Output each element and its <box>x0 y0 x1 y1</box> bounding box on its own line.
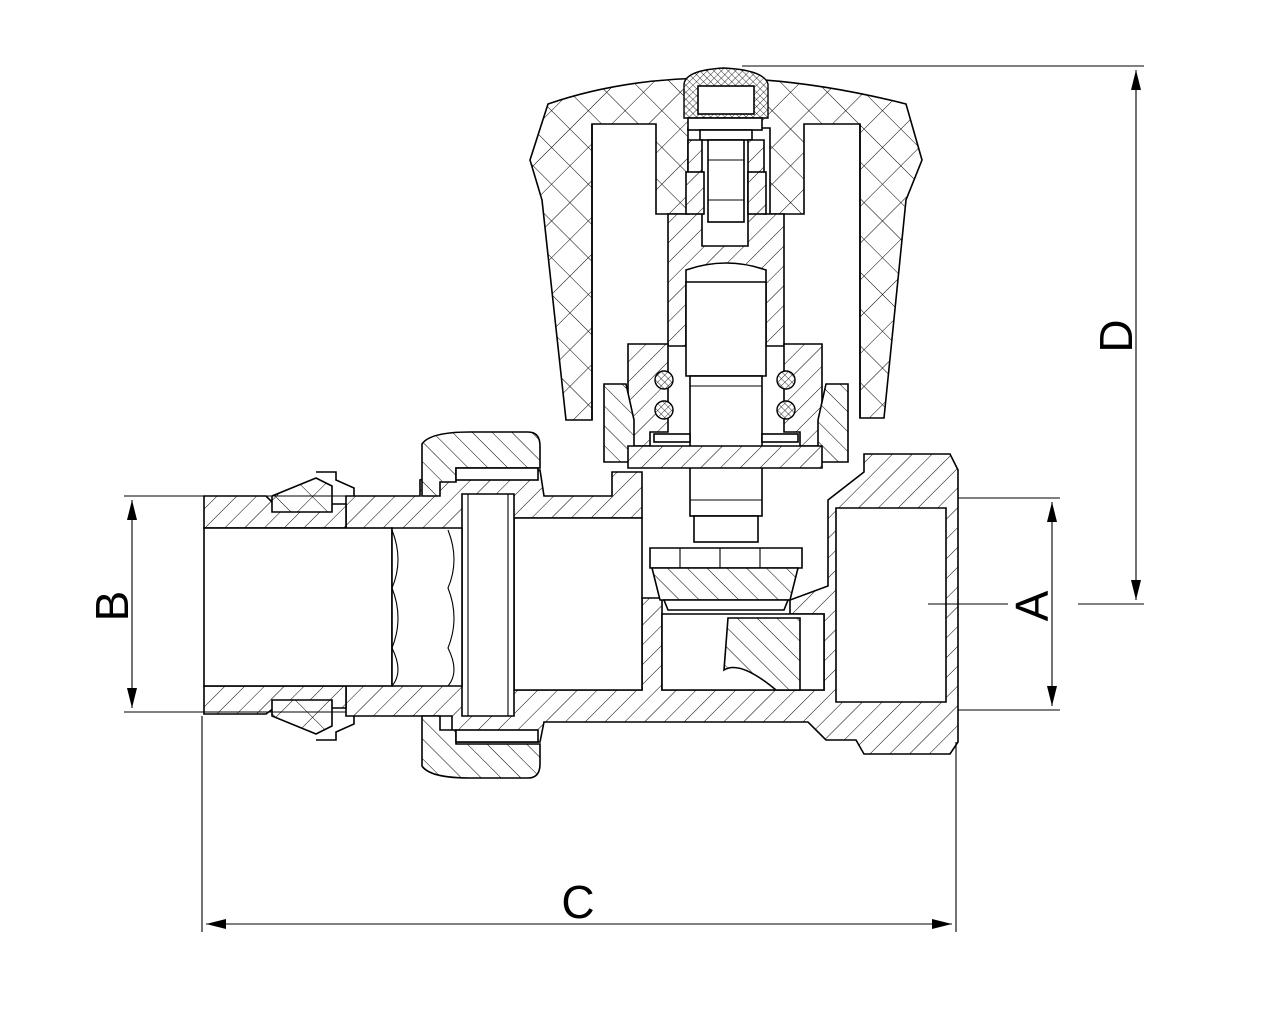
dimension-lines <box>124 65 1144 932</box>
bonnet-packing <box>603 343 849 469</box>
valve-stem <box>667 139 785 543</box>
dimension-label-a: A <box>1006 590 1058 621</box>
dimension-label-b: B <box>86 591 138 622</box>
dimension-label-d: D <box>1090 319 1142 352</box>
handle-cap <box>529 77 923 421</box>
tailpiece <box>203 471 463 741</box>
union-nut <box>421 431 541 779</box>
dimension-label-c: C <box>561 876 594 928</box>
top-screw <box>683 67 769 141</box>
